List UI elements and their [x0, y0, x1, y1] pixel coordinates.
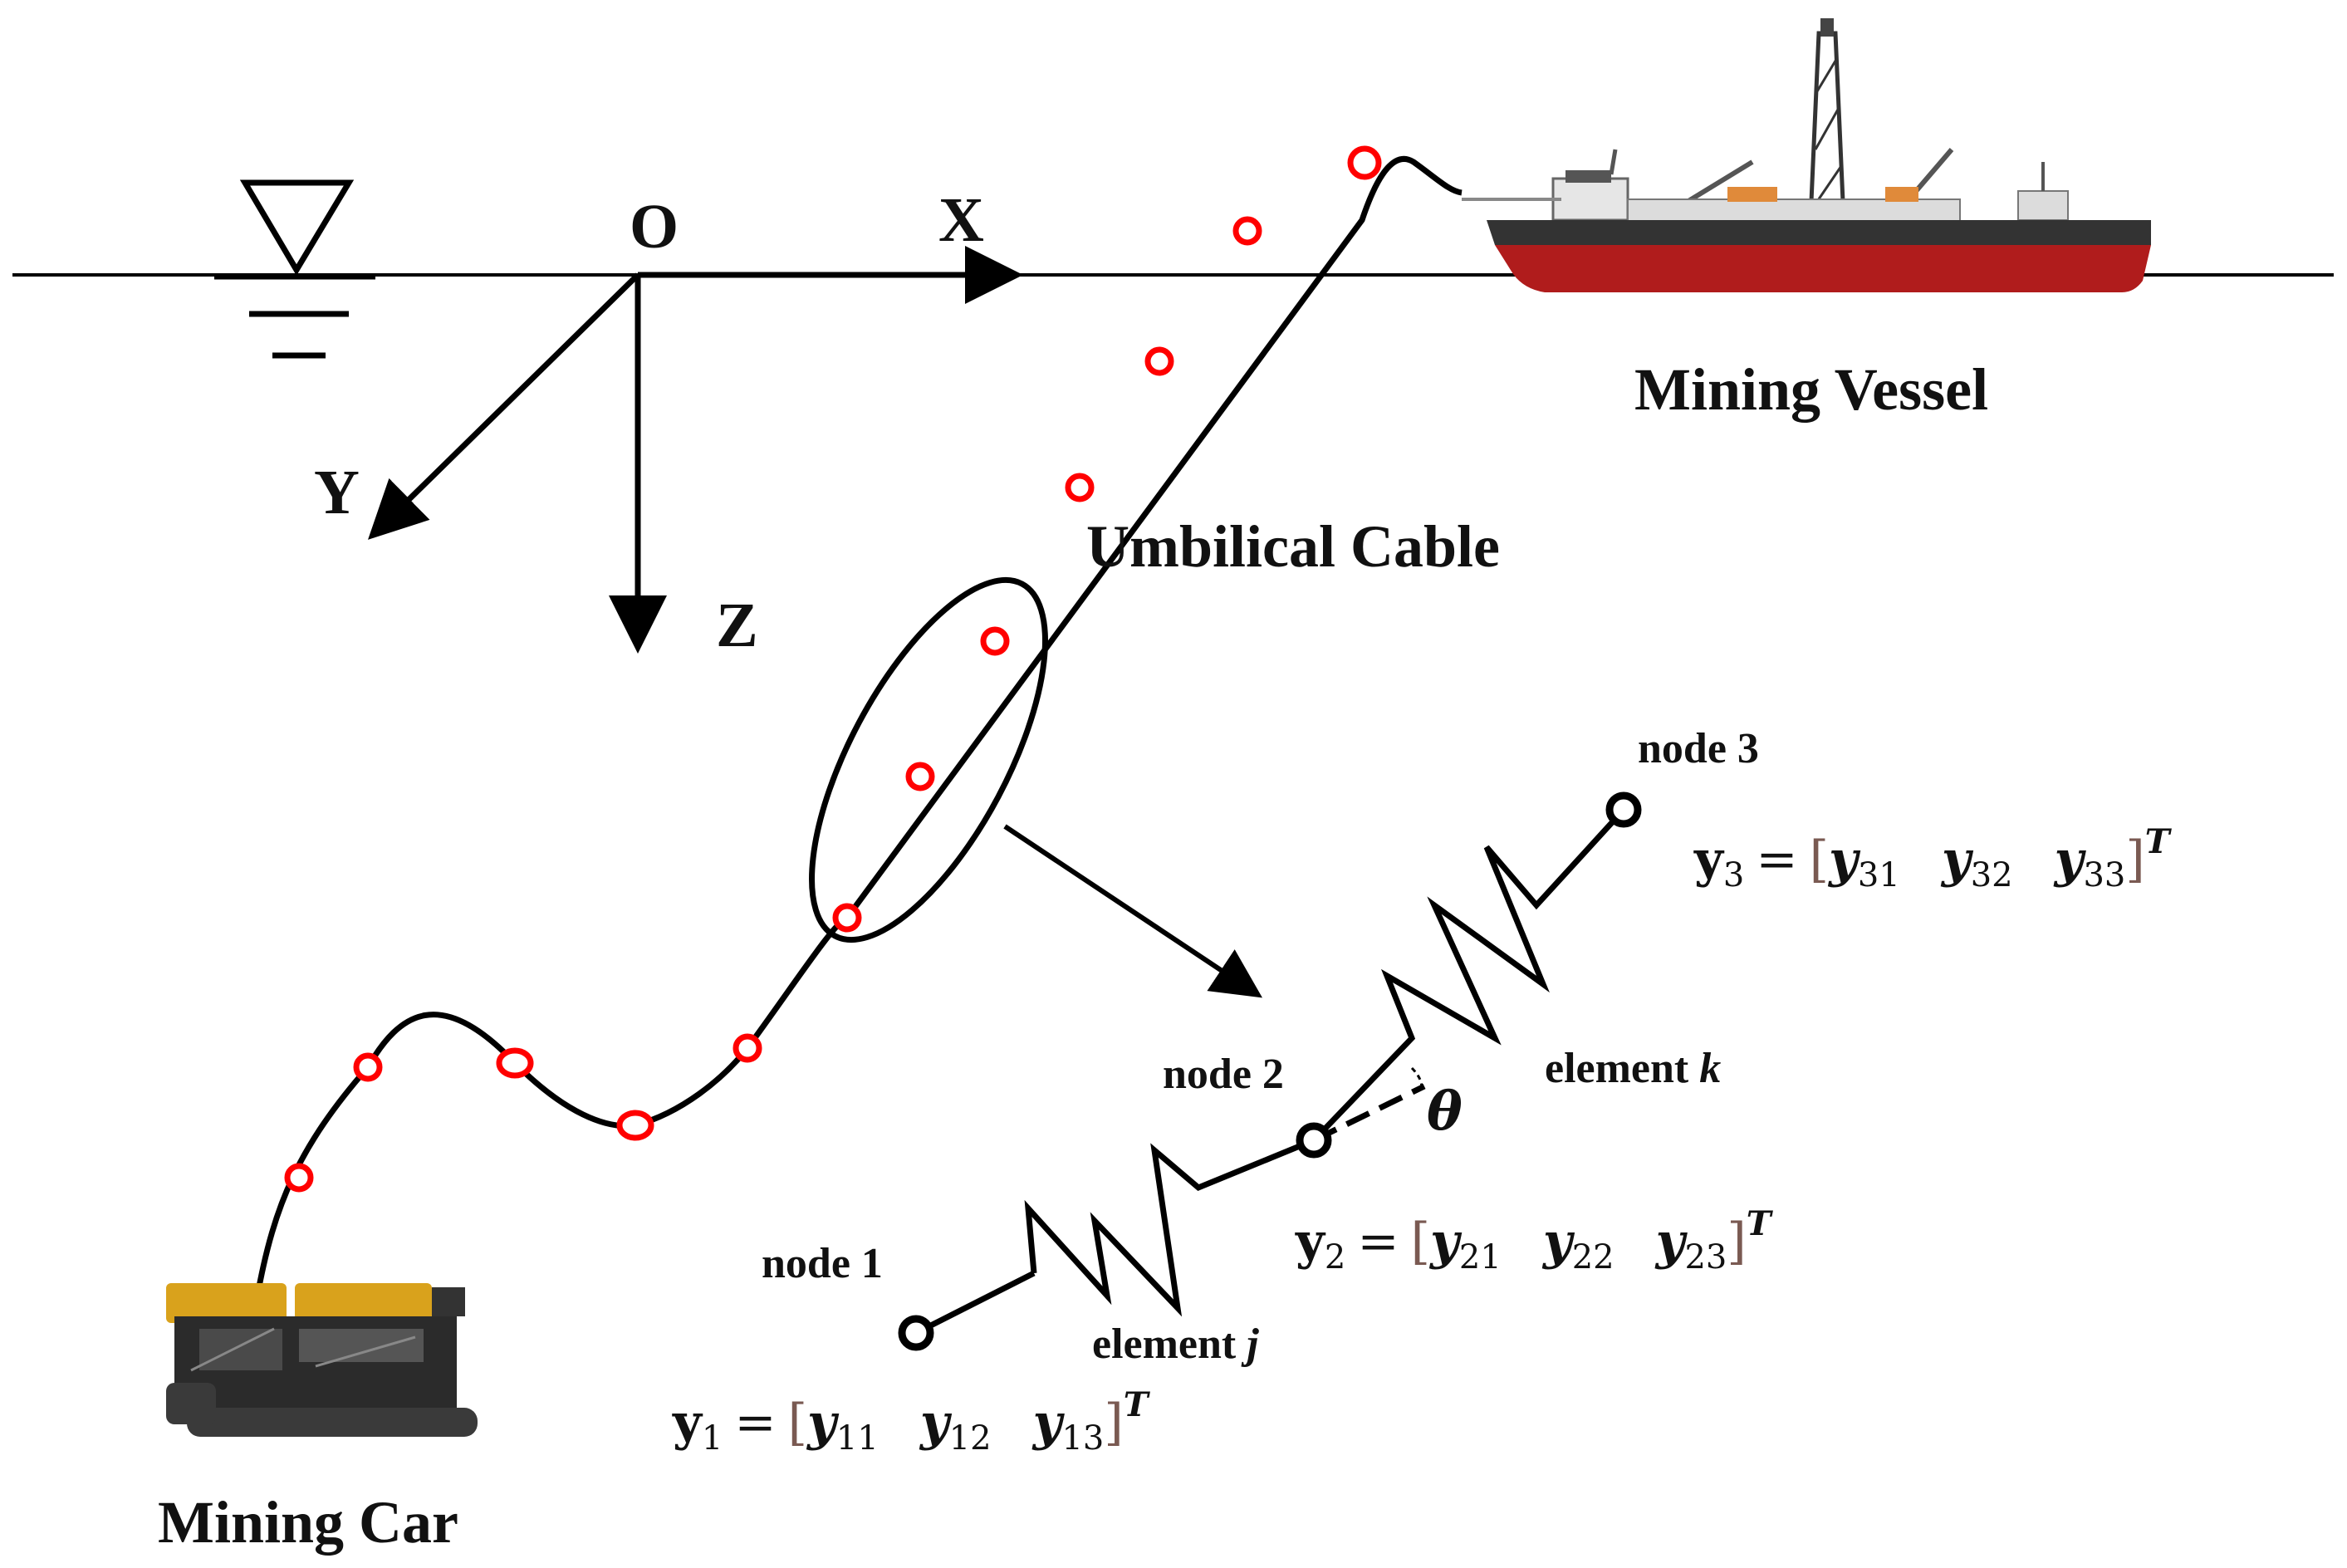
mining-crawler-icon: [166, 1283, 478, 1437]
cable-node-marker: [616, 1110, 654, 1141]
node-1-marker: [898, 1315, 934, 1351]
vessel-label: Mining Vessel: [1634, 356, 1988, 423]
node-2-label: node 2: [1163, 1051, 1284, 1098]
theta-reference-line: [1312, 1083, 1426, 1144]
cable-node-marker: [1065, 473, 1095, 502]
cable-label: Umbilical Cable: [1086, 513, 1500, 580]
cable-node-marker: [1232, 216, 1262, 246]
cable-node-marker: [832, 903, 862, 933]
spring-element-k: [1311, 807, 1626, 1143]
x-axis-label: X: [938, 185, 984, 255]
coordinate-axes: [368, 246, 1023, 654]
water-level-icon: [214, 179, 375, 359]
cable-node-marker: [496, 1047, 534, 1079]
cable-node-markers: [284, 145, 1382, 1193]
element-k-label: element k: [1545, 1045, 1721, 1092]
cable-node-marker: [1347, 145, 1382, 180]
car-label: Mining Car: [158, 1489, 458, 1556]
node-3-label: node 3: [1638, 725, 1759, 772]
zoom-ellipse: [809, 576, 1048, 943]
theta-label: θ: [1427, 1080, 1463, 1143]
z-axis-label: Z: [716, 590, 758, 660]
ship-icon: [1462, 18, 2151, 292]
spring-element-model: [898, 791, 1642, 1351]
element-j-label: element j: [1092, 1321, 1259, 1368]
origin-label: O: [630, 192, 679, 262]
cable-node-marker: [905, 762, 935, 791]
y-axis-arrow: [368, 272, 640, 540]
cable-node-marker: [284, 1163, 314, 1193]
cable-node-marker: [980, 626, 1010, 656]
cable-node-marker: [353, 1052, 383, 1082]
y-axis-label: Y: [314, 458, 360, 527]
cable-node-marker: [733, 1033, 762, 1063]
node-3-marker: [1605, 791, 1642, 828]
zoom-arrow: [1003, 824, 1262, 998]
node-1-label: node 1: [762, 1240, 883, 1287]
spring-element-j: [1024, 1137, 1316, 1317]
theta-angle-arc: [1410, 1066, 1423, 1089]
cable-node-marker: [1144, 346, 1174, 376]
node-2-marker: [1296, 1122, 1332, 1159]
